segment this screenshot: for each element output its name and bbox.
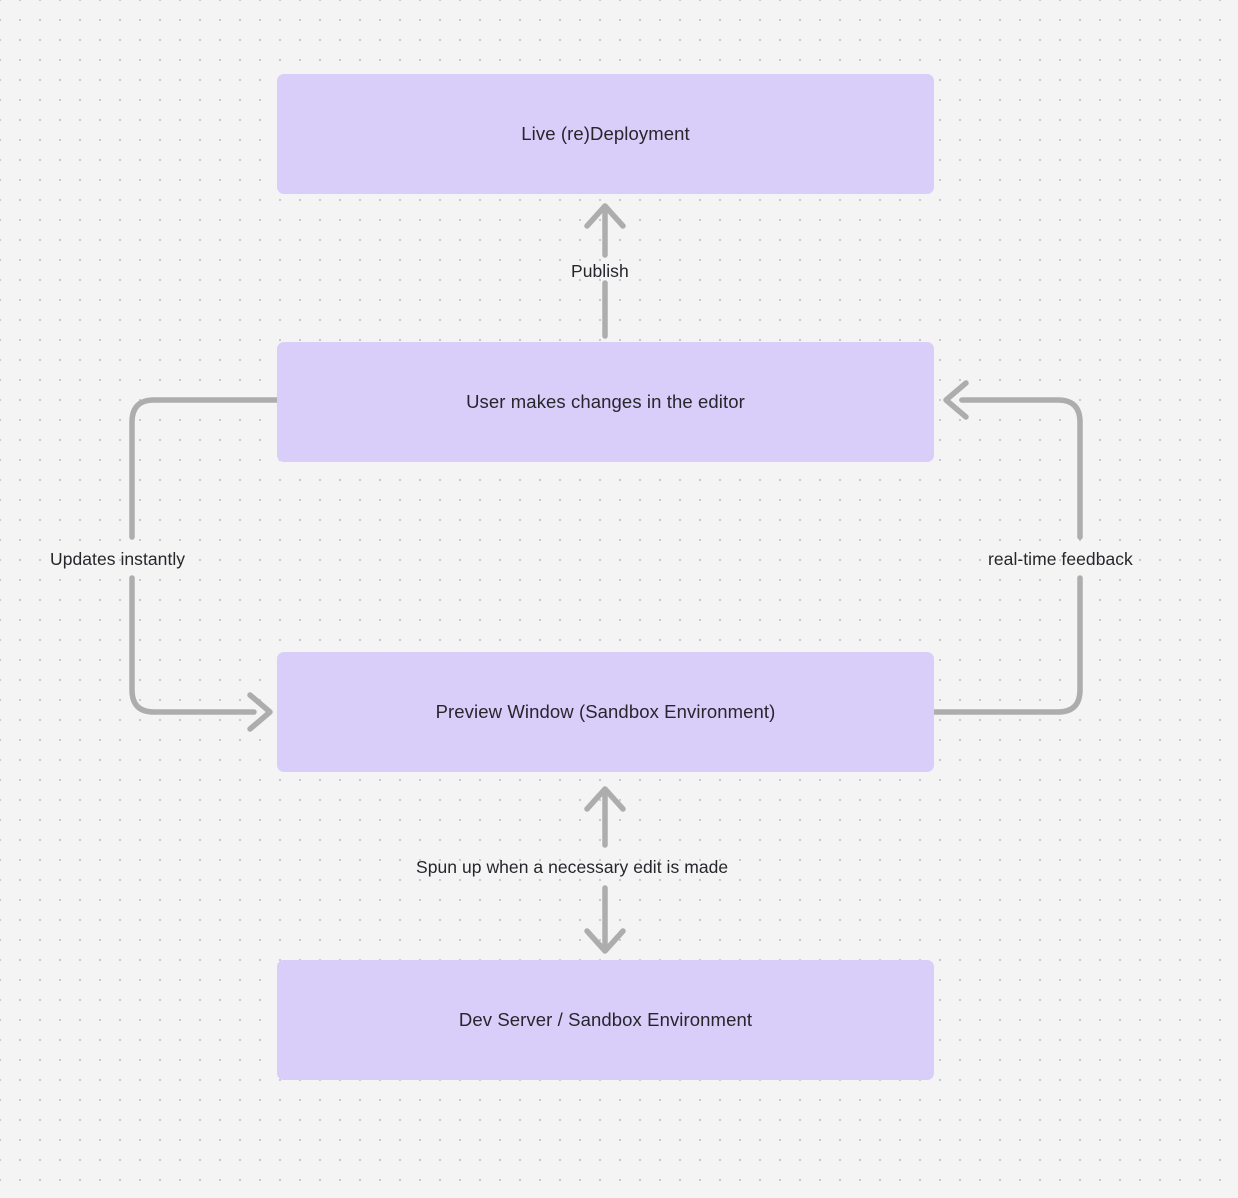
node-dev-server[interactable]: Dev Server / Sandbox Environment xyxy=(277,960,934,1080)
edge-feedback-bottom-segment xyxy=(931,575,1083,715)
node-preview-window[interactable]: Preview Window (Sandbox Environment) xyxy=(277,652,934,772)
edge-label-updates-instantly: Updates instantly xyxy=(50,549,186,569)
edge-label-real-time-feedback: real-time feedback xyxy=(988,549,1133,569)
node-user-makes-changes[interactable]: User makes changes in the editor xyxy=(277,342,934,462)
node-preview-window-label: Preview Window (Sandbox Environment) xyxy=(435,701,776,722)
edge-label-publish: Publish xyxy=(571,261,629,281)
node-dev-server-label: Dev Server / Sandbox Environment xyxy=(458,1009,753,1030)
edge-updates-arrowhead xyxy=(247,692,273,732)
edge-spinup-down-arrowhead xyxy=(584,928,626,954)
edge-spinup-up-arrowhead xyxy=(584,786,626,812)
edge-updates-bottom-segment xyxy=(129,575,257,715)
edge-publish-arrowhead xyxy=(584,203,626,229)
node-live-redeployment-label: Live (re)Deployment xyxy=(521,123,690,144)
node-user-makes-changes-label: User makes changes in the editor xyxy=(466,391,745,412)
edge-updates-top-segment xyxy=(129,397,280,540)
edge-label-spun-up: Spun up when a necessary edit is made xyxy=(416,857,729,877)
node-live-redeployment[interactable]: Live (re)Deployment xyxy=(277,74,934,194)
edge-feedback-arrowhead xyxy=(943,380,969,420)
edge-feedback-top-segment xyxy=(959,397,1083,540)
